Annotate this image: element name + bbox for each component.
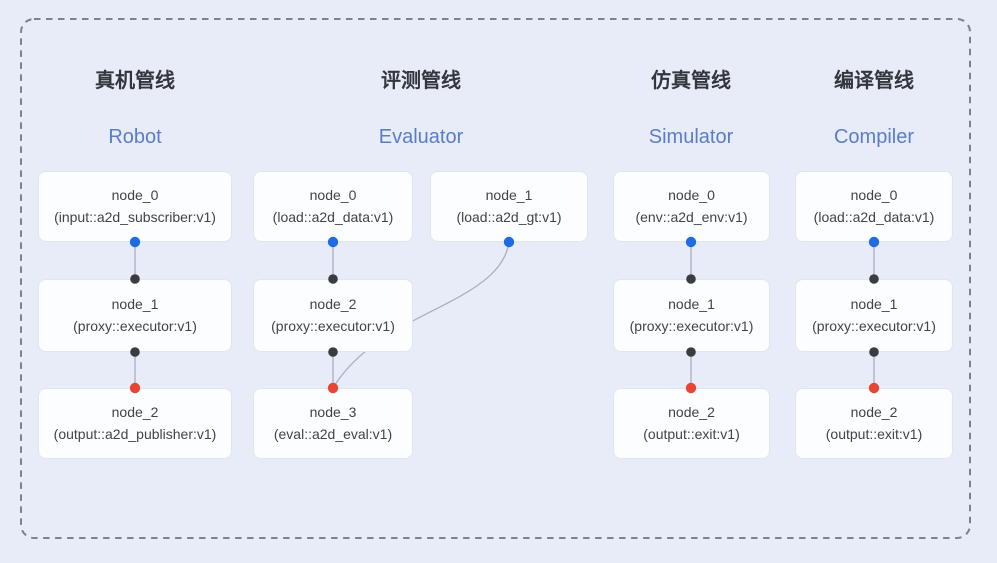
node-type: (load::a2d_data:v1) — [272, 208, 394, 225]
node-type: (eval::a2d_eval:v1) — [273, 425, 393, 442]
pipeline-title-robot: 真机管线 — [95, 70, 175, 92]
node-robot-node0: node_0 (input::a2d_subscriber:v1) — [38, 171, 232, 242]
node-name: node_0 — [850, 187, 898, 203]
dashed-frame-border — [20, 18, 971, 539]
node-simulator-node0: node_0 (env::a2d_env:v1) — [613, 171, 770, 242]
node-robot-node2: node_2 (output::a2d_publisher:v1) — [38, 388, 232, 459]
node-type: (proxy::executor:v1) — [271, 317, 395, 334]
pipeline-title-evaluator: 评测管线 — [381, 70, 461, 92]
node-name: node_0 — [309, 187, 357, 203]
node-type: (env::a2d_env:v1) — [635, 208, 748, 225]
node-compiler-node1: node_1 (proxy::executor:v1) — [795, 279, 953, 352]
node-type: (proxy::executor:v1) — [73, 317, 197, 334]
node-name: node_2 — [850, 404, 898, 420]
node-type: (output::exit:v1) — [643, 425, 740, 442]
node-type: (proxy::executor:v1) — [812, 317, 936, 334]
node-type: (output::exit:v1) — [825, 425, 923, 442]
pipeline-subtitle-evaluator: Evaluator — [378, 126, 464, 148]
node-type: (load::a2d_data:v1) — [813, 208, 935, 225]
node-type: (output::a2d_publisher:v1) — [53, 425, 217, 442]
pipeline-title-compiler: 编译管线 — [834, 70, 914, 92]
node-evaluator-node2: node_2 (proxy::executor:v1) — [253, 279, 413, 352]
node-evaluator-node0: node_0 (load::a2d_data:v1) — [253, 171, 413, 242]
node-evaluator-node3: node_3 (eval::a2d_eval:v1) — [253, 388, 413, 459]
node-name: node_2 — [668, 404, 715, 420]
node-name: node_1 — [111, 296, 159, 312]
node-name: node_2 — [309, 296, 357, 312]
node-name: node_2 — [111, 404, 159, 420]
node-compiler-node2: node_2 (output::exit:v1) — [795, 388, 953, 459]
node-compiler-node0: node_0 (load::a2d_data:v1) — [795, 171, 953, 242]
node-type: (load::a2d_gt:v1) — [456, 208, 562, 225]
pipeline-subtitle-compiler: Compiler — [833, 126, 915, 148]
node-name: node_0 — [668, 187, 715, 203]
node-name: node_0 — [111, 187, 159, 203]
pipeline-subtitle-robot: Robot — [108, 126, 162, 148]
node-name: node_1 — [850, 296, 898, 312]
node-simulator-node1: node_1 (proxy::executor:v1) — [613, 279, 770, 352]
pipeline-subtitle-simulator: Simulator — [648, 126, 734, 148]
pipeline-title-simulator: 仿真管线 — [651, 70, 731, 92]
node-name: node_1 — [668, 296, 715, 312]
node-name: node_1 — [485, 187, 533, 203]
node-evaluator-node1: node_1 (load::a2d_gt:v1) — [430, 171, 588, 242]
edge-gt-to-eval — [332, 241, 510, 389]
node-name: node_3 — [309, 404, 357, 420]
node-robot-node1: node_1 (proxy::executor:v1) — [38, 279, 232, 352]
node-type: (input::a2d_subscriber:v1) — [54, 208, 216, 225]
node-type: (proxy::executor:v1) — [629, 317, 754, 334]
node-simulator-node2: node_2 (output::exit:v1) — [613, 388, 770, 459]
